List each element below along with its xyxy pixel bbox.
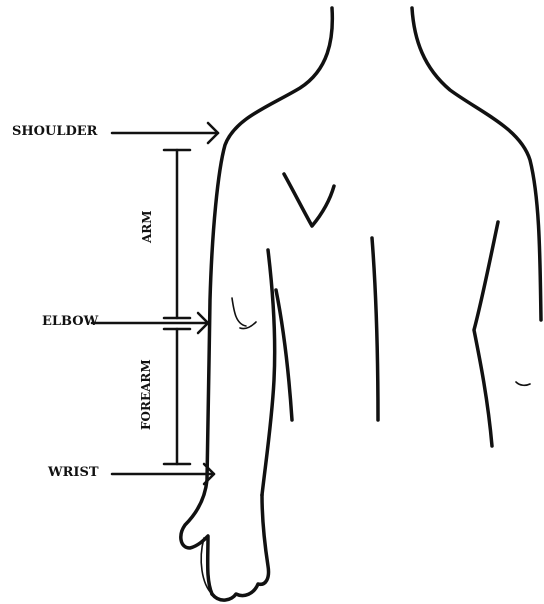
shoulder-label: SHOULDER — [12, 124, 97, 139]
elbow-label: ELBOW — [42, 314, 98, 329]
forearm-label: FOREARM — [139, 362, 153, 432]
arm-label: ARM — [140, 211, 154, 245]
wrist-label: WRIST — [48, 465, 99, 480]
